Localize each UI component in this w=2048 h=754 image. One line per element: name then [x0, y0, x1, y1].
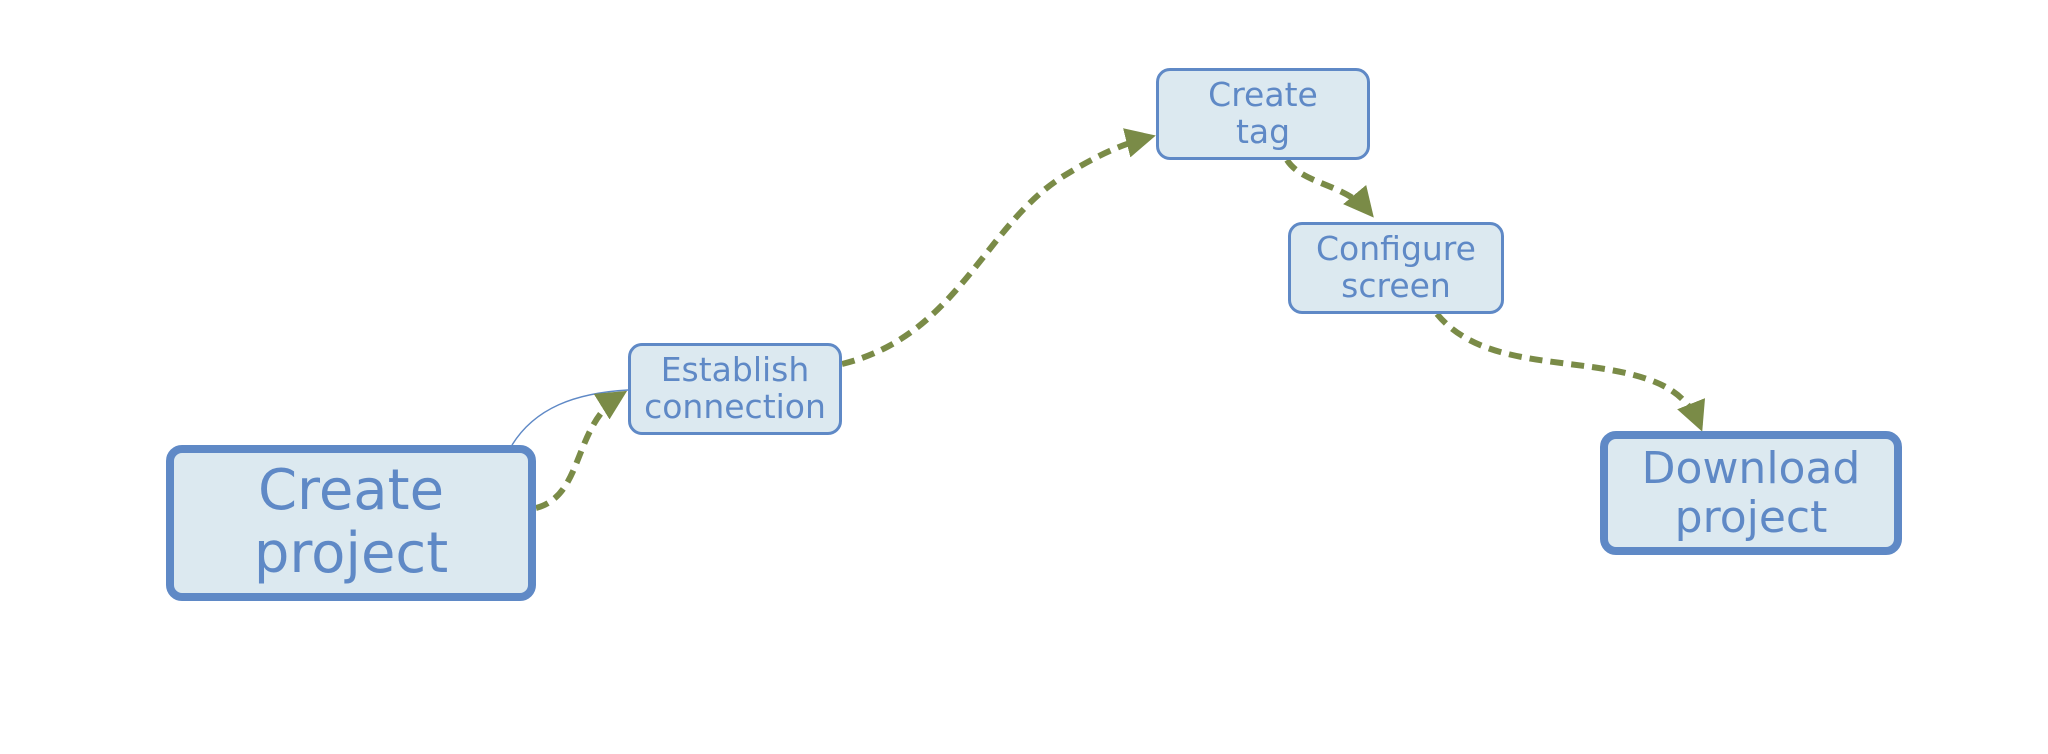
- node-establish-connection-line1: Establish: [660, 350, 810, 390]
- arrow-create-tag-to-configure-screen: [1284, 158, 1374, 218]
- node-configure-screen-line2: screen: [1341, 266, 1451, 305]
- node-create-project[interactable]: Create project: [166, 445, 536, 601]
- arrow-configure-screen-to-download-project: [1434, 312, 1706, 432]
- node-establish-connection[interactable]: Establish connection: [628, 343, 842, 435]
- node-download-project-line1: Download: [1641, 442, 1861, 494]
- node-download-project-line2: project: [1674, 492, 1828, 543]
- node-configure-screen[interactable]: Configure screen: [1288, 222, 1504, 314]
- node-configure-screen-line1: Configure: [1316, 229, 1476, 269]
- node-establish-connection-line2: connection: [644, 387, 826, 426]
- node-download-project[interactable]: Download project: [1600, 431, 1902, 555]
- node-create-tag-line2: tag: [1235, 112, 1291, 151]
- node-create-tag[interactable]: Create tag: [1156, 68, 1370, 160]
- thin-link-create-project-to-establish-connection: [511, 389, 629, 446]
- node-create-project-line2: project: [253, 521, 449, 586]
- node-create-tag-line1: Create: [1208, 75, 1318, 115]
- node-create-project-line1: Create: [257, 458, 445, 524]
- arrow-create-project-to-establish-connection: [535, 390, 628, 511]
- arrow-establish-connection-to-create-tag: [841, 128, 1156, 367]
